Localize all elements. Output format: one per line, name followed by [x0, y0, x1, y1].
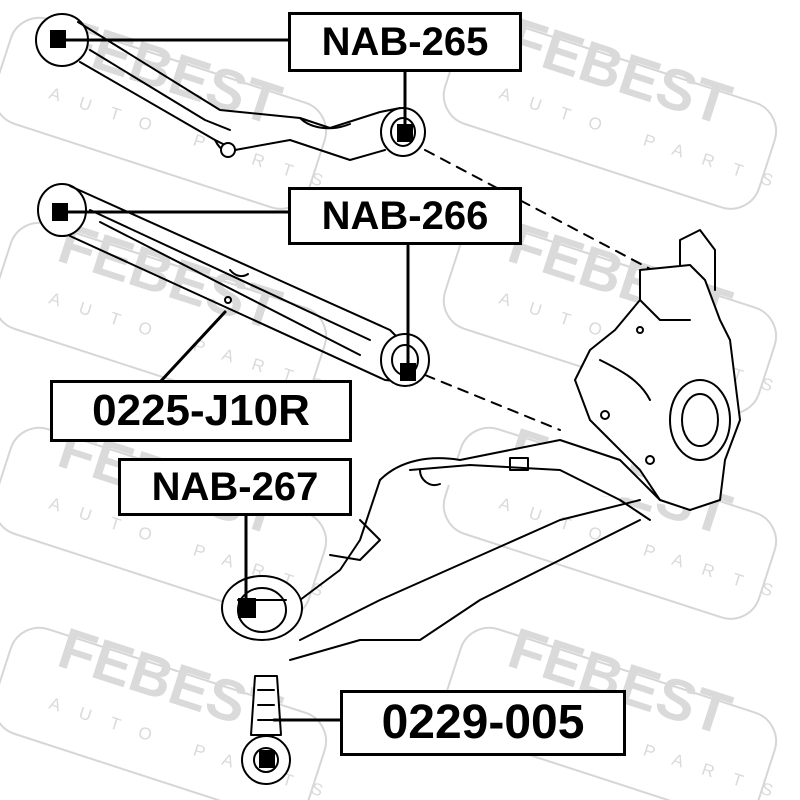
bushing-marker — [50, 30, 66, 48]
bushing-marker — [400, 363, 416, 381]
label-nab-266-text: NAB-266 — [321, 194, 489, 238]
bushing-marker — [259, 750, 275, 768]
label-nab-265: NAB-265 — [288, 12, 522, 72]
label-nab-266: NAB-266 — [288, 187, 522, 245]
label-nab-267: NAB-267 — [118, 458, 352, 516]
upper-control-arm — [35, 13, 426, 161]
label-nab-267-text: NAB-267 — [151, 465, 319, 509]
bushing-marker — [397, 124, 413, 142]
watermark-frame — [0, 16, 328, 210]
watermark-frame — [0, 221, 328, 415]
lower-control-arm — [37, 183, 430, 387]
watermark-frame — [442, 626, 778, 800]
guide-line — [424, 149, 691, 291]
pointer-0225-j10r — [158, 310, 227, 384]
knuckle — [574, 229, 741, 511]
label-0229-005: 0229-005 — [340, 690, 626, 756]
bushing-marker — [238, 598, 256, 618]
label-0229-005-text: 0229-005 — [381, 696, 585, 749]
bushing-marker — [52, 203, 68, 221]
guide-line — [424, 374, 561, 431]
label-0225-j10r-text: 0225-J10R — [92, 386, 310, 435]
trailing-link — [221, 439, 661, 661]
label-0225-j10r: 0225-J10R — [50, 380, 352, 442]
label-nab-265-text: NAB-265 — [321, 20, 489, 64]
watermark-frame — [0, 626, 328, 800]
